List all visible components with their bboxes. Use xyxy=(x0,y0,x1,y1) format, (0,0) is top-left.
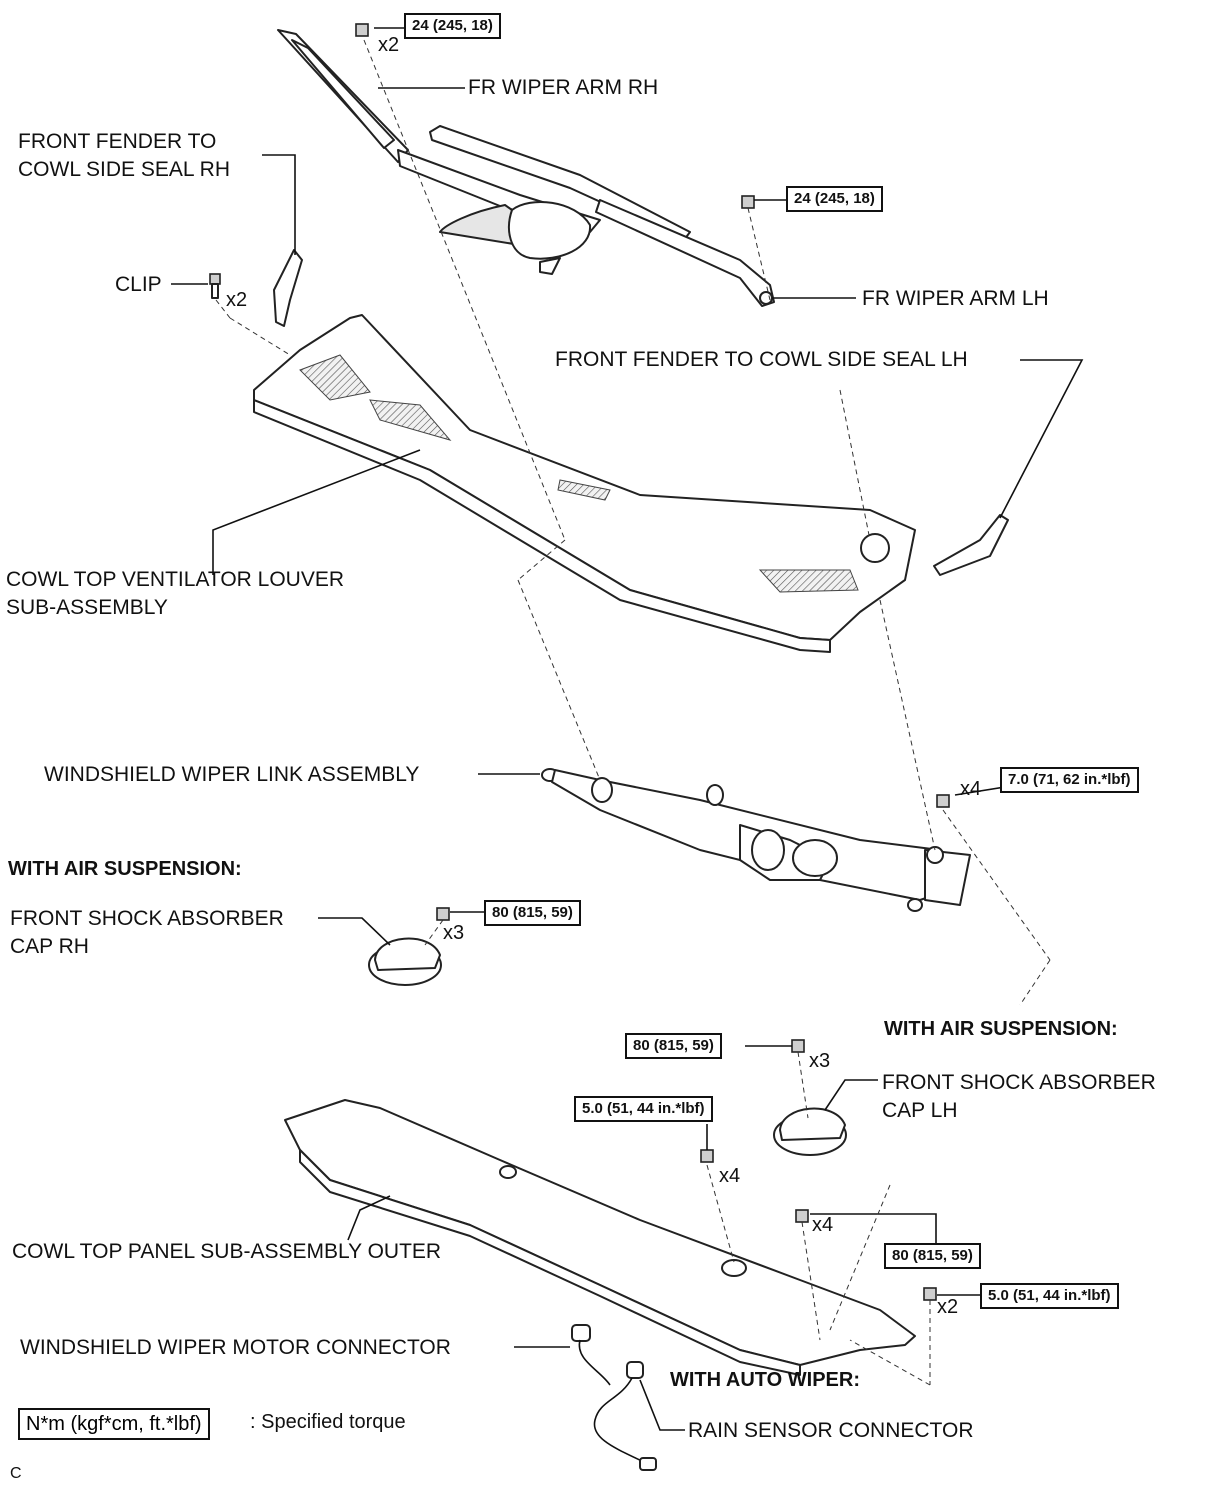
label-clip: CLIP xyxy=(115,273,162,296)
label-shock-cap-lh-line2: CAP LH xyxy=(882,1099,958,1122)
torque-box-wiper-arm-lh: 24 (245, 18) xyxy=(786,186,883,212)
front-shock-absorber-cap-rh-part xyxy=(368,937,442,986)
label-shock-cap-rh-line1: FRONT SHOCK ABSORBER xyxy=(10,907,284,930)
qty-cowl-panel-bolt: x4 xyxy=(719,1165,741,1187)
nut-shock-cap-lh xyxy=(791,1039,805,1053)
clip-part xyxy=(209,273,221,299)
qty-shock-cap-rh: x3 xyxy=(443,922,465,944)
fr-wiper-arm-lh-part xyxy=(595,199,775,307)
label-shock-cap-lh-line1: FRONT SHOCK ABSORBER xyxy=(882,1071,1156,1094)
bolt-wiper-link xyxy=(936,794,950,808)
torque-box-shock-cap-rh: 80 (815, 59) xyxy=(484,900,581,926)
front-fender-seal-rh-part xyxy=(273,249,303,327)
footer-code: C xyxy=(10,1465,22,1482)
label-wiper-link: WINDSHIELD WIPER LINK ASSEMBLY xyxy=(44,763,420,786)
leader-lines xyxy=(171,27,1084,1431)
label-fr-wiper-arm-lh: FR WIPER ARM LH xyxy=(862,287,1049,310)
torque-box-shock-cap-lh: 80 (815, 59) xyxy=(625,1033,722,1059)
heading-with-air-suspension-lh: WITH AIR SUSPENSION: xyxy=(884,1018,1118,1040)
fr-wiper-arm-rh-part xyxy=(277,29,691,275)
bolt-cowl-panel xyxy=(700,1149,714,1163)
torque-box-cowl-panel-nut: 80 (815, 59) xyxy=(884,1243,981,1269)
cowl-top-panel-outer-part xyxy=(284,1099,916,1376)
windshield-wiper-link-part xyxy=(541,768,971,912)
front-fender-seal-lh-part xyxy=(933,514,1009,576)
nut-wiper-rh xyxy=(355,23,369,37)
torque-box-wiper-arm-rh: 24 (245, 18) xyxy=(404,13,501,39)
label-cowl-louver-line2: SUB-ASSEMBLY xyxy=(6,596,168,619)
heading-with-auto-wiper: WITH AUTO WIPER: xyxy=(670,1369,860,1391)
qty-clip: x2 xyxy=(226,289,248,311)
label-front-fender-seal-rh-line2: COWL SIDE SEAL RH xyxy=(18,158,230,181)
legend-torque-text: : Specified torque xyxy=(250,1411,406,1433)
qty-wiper-link: x4 xyxy=(960,778,982,800)
nut-shock-cap-rh xyxy=(436,907,450,921)
qty-shock-cap-lh: x3 xyxy=(809,1050,831,1072)
nut-cowl-panel-a xyxy=(795,1209,809,1223)
qty-cowl-panel-nut: x4 xyxy=(812,1214,834,1236)
legend-torque-box: N*m (kgf*cm, ft.*lbf) xyxy=(18,1408,210,1440)
torque-box-wiper-link: 7.0 (71, 62 in.*lbf) xyxy=(1000,767,1139,793)
qty-wiper-arm-rh: x2 xyxy=(378,34,400,56)
rain-sensor-connector-part xyxy=(593,1361,657,1471)
wiper-motor-connector-part xyxy=(571,1324,611,1386)
front-shock-absorber-cap-lh-part xyxy=(773,1107,847,1156)
label-front-fender-seal-lh: FRONT FENDER TO COWL SIDE SEAL LH xyxy=(555,348,968,371)
qty-cowl-panel-nut-b: x2 xyxy=(937,1296,959,1318)
nut-wiper-lh xyxy=(741,195,755,209)
torque-box-cowl-panel-nut-b: 5.0 (51, 44 in.*lbf) xyxy=(980,1283,1119,1309)
label-wiper-motor-connector: WINDSHIELD WIPER MOTOR CONNECTOR xyxy=(20,1336,451,1359)
label-front-fender-seal-rh-line1: FRONT FENDER TO xyxy=(18,130,217,153)
alignment-lines xyxy=(215,39,1051,1386)
label-cowl-louver-line1: COWL TOP VENTILATOR LOUVER xyxy=(6,568,345,591)
label-rain-sensor-connector: RAIN SENSOR CONNECTOR xyxy=(688,1419,974,1442)
label-fr-wiper-arm-rh: FR WIPER ARM RH xyxy=(468,76,659,99)
torque-box-cowl-panel-bolt: 5.0 (51, 44 in.*lbf) xyxy=(574,1096,713,1122)
label-cowl-panel-outer: COWL TOP PANEL SUB-ASSEMBLY OUTER xyxy=(12,1240,442,1263)
heading-with-air-suspension-rh: WITH AIR SUSPENSION: xyxy=(8,858,242,880)
label-shock-cap-rh-line2: CAP RH xyxy=(10,935,89,958)
nut-cowl-panel-b xyxy=(923,1287,937,1301)
cowl-top-ventilator-louver-part xyxy=(253,314,916,653)
